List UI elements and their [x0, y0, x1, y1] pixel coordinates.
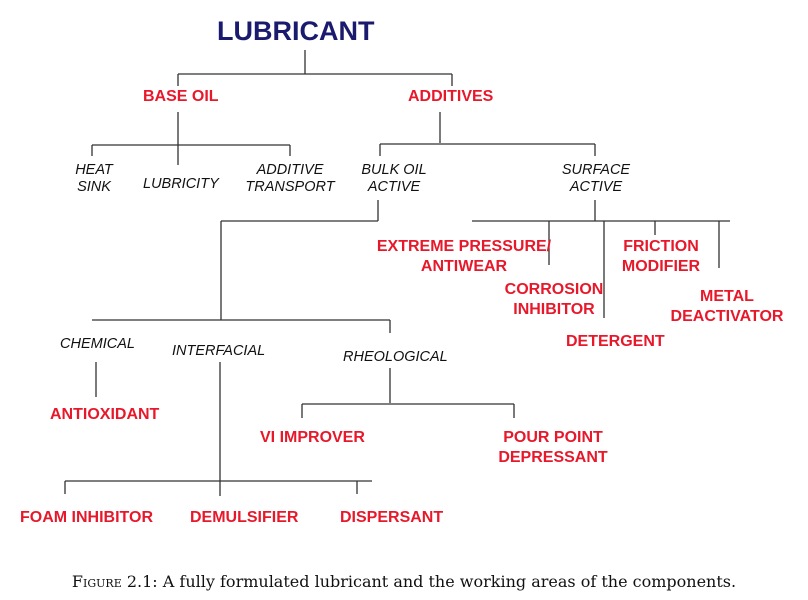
node-base-oil: BASE OIL: [143, 88, 219, 105]
node-lubricant: LUBRICANT: [217, 16, 375, 46]
node-metal-deactivator: METAL DEACTIVATOR: [663, 289, 791, 325]
node-pour-point-line1: POUR POINT: [503, 429, 603, 446]
node-lubricity: LUBRICITY: [143, 176, 219, 192]
node-surface-active-line1: SURFACE: [561, 162, 631, 178]
node-friction-modifier-line1: FRICTION: [623, 238, 699, 255]
node-friction-modifier-line2: MODIFIER: [621, 258, 701, 275]
node-pour-point-depressant: POUR POINT DEPRESSANT: [492, 430, 614, 466]
node-bulk-oil-active-line1: BULK OIL: [361, 162, 427, 178]
node-vi-improver: VI IMPROVER: [260, 429, 365, 446]
node-antioxidant: ANTIOXIDANT: [50, 406, 160, 423]
node-chemical: CHEMICAL: [60, 336, 135, 352]
node-dispersant: DISPERSANT: [340, 509, 444, 526]
node-bulk-oil-active-line2: ACTIVE: [367, 178, 421, 195]
node-surface-active: SURFACE ACTIVE: [555, 163, 637, 194]
node-corrosion-inhibitor: CORROSION INHIBITOR: [500, 282, 608, 318]
node-additive-transport-line2: TRANSPORT: [245, 178, 335, 195]
node-additive-transport: ADDITIVE TRANSPORT: [240, 163, 340, 194]
node-corrosion-inhibitor-line1: CORROSION: [504, 281, 604, 298]
caption-text: A fully formulated lubricant and the wor…: [162, 572, 737, 591]
node-corrosion-inhibitor-line2: INHIBITOR: [513, 301, 595, 318]
node-extreme-pressure-antiwear: EXTREME PRESSURE/ ANTIWEAR: [370, 239, 558, 275]
node-friction-modifier: FRICTION MODIFIER: [615, 239, 707, 275]
node-demulsifier: DEMULSIFIER: [190, 509, 299, 526]
node-metal-deactivator-line1: METAL: [700, 288, 754, 305]
node-interfacial: INTERFACIAL: [172, 343, 266, 359]
node-extreme-pressure-line1: EXTREME PRESSURE/: [376, 238, 552, 255]
node-foam-inhibitor: FOAM INHIBITOR: [20, 509, 154, 526]
node-surface-active-line2: ACTIVE: [569, 178, 623, 195]
node-additive-transport-line1: ADDITIVE: [256, 162, 324, 178]
node-rheological: RHEOLOGICAL: [343, 349, 448, 365]
node-metal-deactivator-line2: DEACTIVATOR: [670, 308, 784, 325]
node-additives: ADDITIVES: [408, 88, 494, 105]
node-heat-sink: HEAT SINK: [66, 163, 122, 194]
node-bulk-oil-active: BULK OIL ACTIVE: [355, 163, 433, 194]
node-heat-sink-line1: HEAT: [75, 162, 113, 178]
figure-caption: Figure 2.1: A fully formulated lubricant…: [0, 572, 808, 591]
caption-label: Figure: [71, 572, 122, 591]
node-extreme-pressure-line2: ANTIWEAR: [420, 258, 508, 275]
node-detergent: DETERGENT: [566, 333, 665, 350]
caption-number: 2.1:: [126, 572, 158, 591]
node-pour-point-line2: DEPRESSANT: [498, 449, 608, 466]
node-heat-sink-line2: SINK: [77, 178, 111, 195]
